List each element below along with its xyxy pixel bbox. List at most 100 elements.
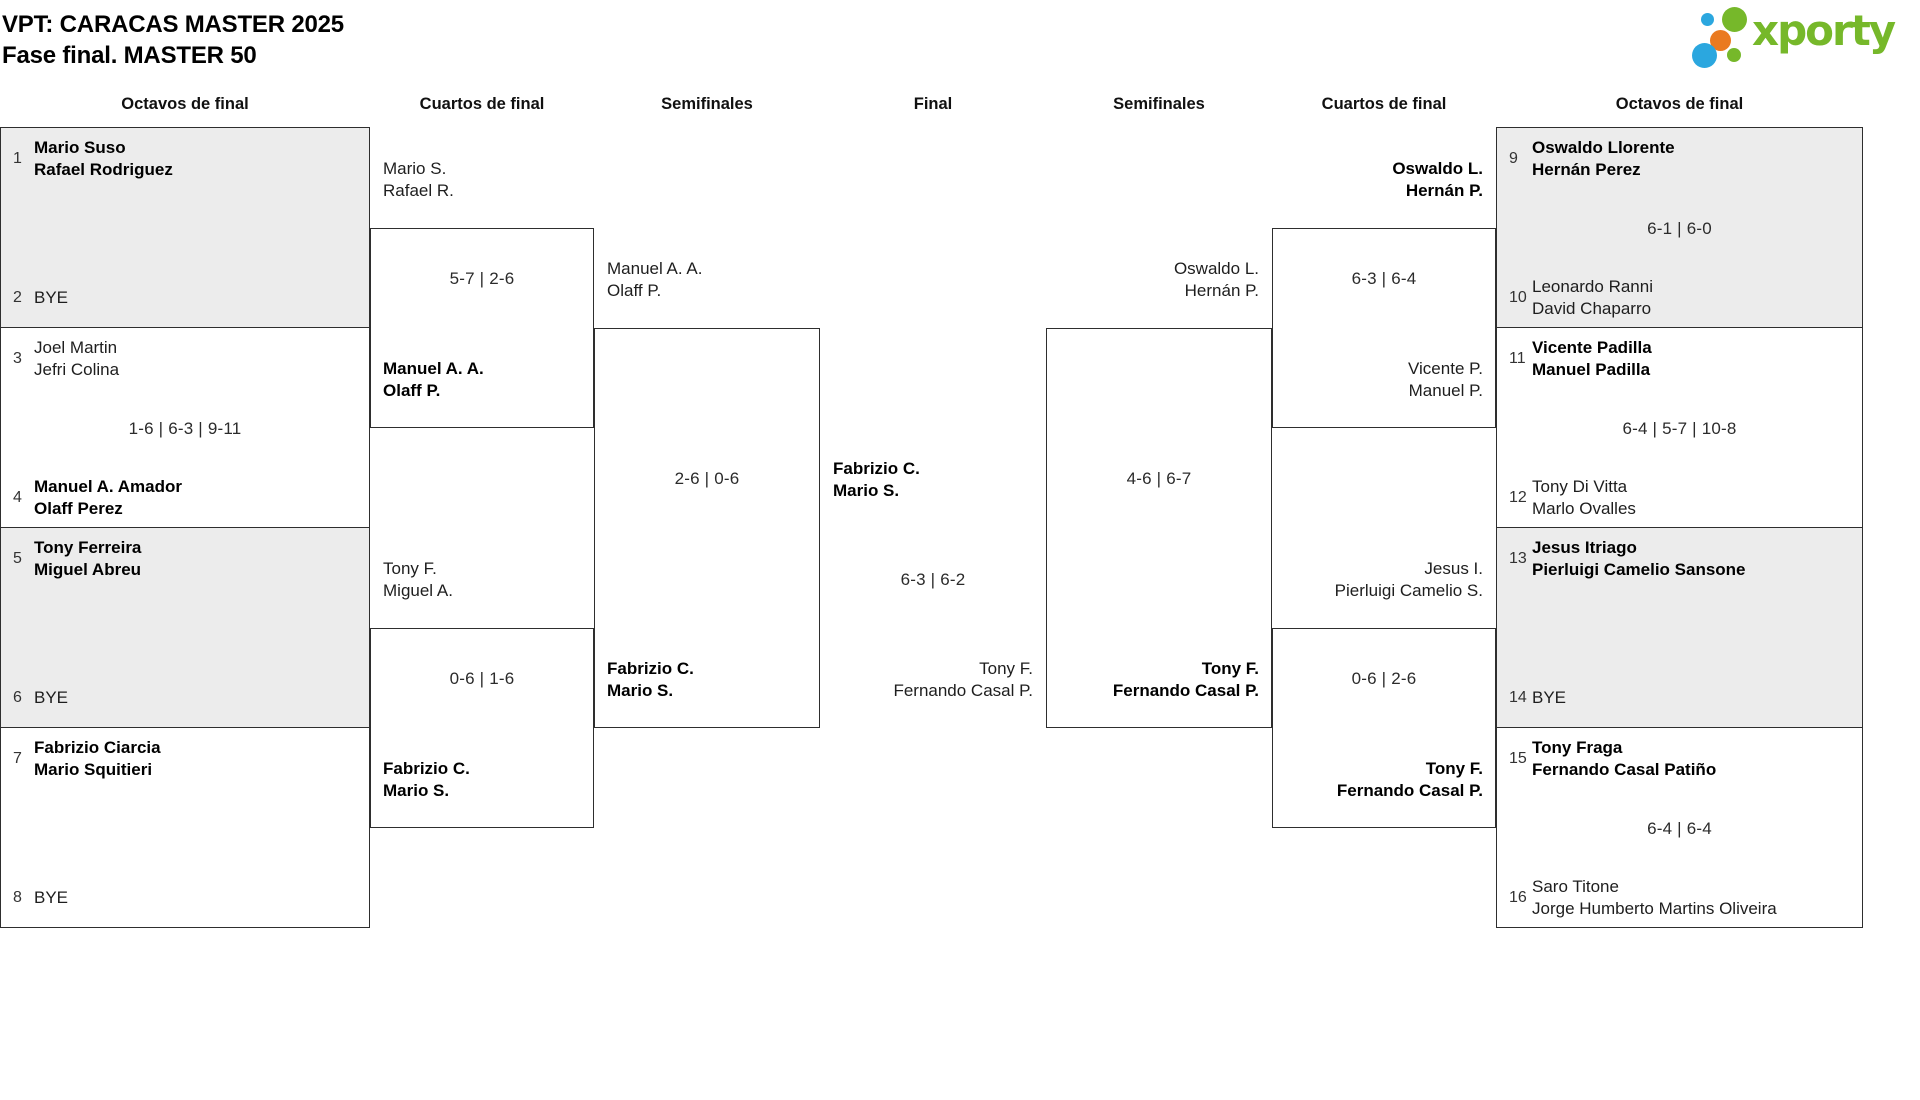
xporty-logo: xporty — [1688, 0, 1920, 80]
team-name: Fernando Casal P. — [1336, 781, 1483, 800]
team-name: Mario S. — [607, 681, 674, 700]
team-name: Fabrizio Ciarcia — [34, 738, 161, 757]
round-header-sf-right: Semifinales — [1113, 95, 1205, 113]
team-entry: 3 Joel Martin Jefri Colina — [1, 337, 369, 381]
team-name: Tony Di Vitta — [1532, 477, 1628, 496]
team-name: Fernando Casal P. — [1112, 681, 1259, 700]
team-label: Fabrizio C. Mario S. — [607, 658, 807, 702]
team-name: Jorge Humberto Martins Oliveira — [1532, 899, 1777, 918]
team-label: Oswaldo L. Hernán P. — [1272, 158, 1483, 202]
logo-dot-blue-small-icon — [1701, 13, 1714, 26]
team-name: Manuel A. A. — [383, 359, 484, 378]
match-box-r16-8: 15 Tony Fraga Fernando Casal Patiño 6-4 … — [1496, 727, 1863, 928]
match-score: 6-3 | 6-4 — [1351, 269, 1417, 288]
team-name: Manuel P. — [1408, 381, 1483, 400]
team-name: Oswaldo Llorente — [1532, 138, 1675, 157]
team-name: Vicente Padilla — [1532, 338, 1652, 357]
team-entry: 12 Tony Di Vitta Marlo Ovalles — [1497, 476, 1862, 520]
logo-dot-green-small-icon — [1727, 48, 1741, 62]
logo-dot-green-large-icon — [1722, 7, 1747, 32]
team-name: Olaff Perez — [34, 499, 123, 518]
team-name: Fabrizio C. — [607, 659, 694, 678]
team-entry: 5 Tony Ferreira Miguel Abreu — [1, 537, 369, 581]
team-name: Mario S. — [383, 159, 447, 178]
match-box-qf-1 — [370, 228, 594, 428]
team-name: Fernando Casal Patiño — [1532, 760, 1717, 779]
team-name: Mario Suso — [34, 138, 126, 157]
team-label: Manuel A. A. Olaff P. — [383, 358, 583, 402]
match-box-qf-3 — [1272, 228, 1496, 428]
seed-number: 2 — [13, 289, 22, 306]
team-name: Pierluigi Camelio S. — [1334, 581, 1483, 600]
seed-number: 7 — [13, 750, 22, 767]
team-entry: 16 Saro Titone Jorge Humberto Martins Ol… — [1497, 876, 1862, 920]
seed-number: 12 — [1509, 489, 1527, 506]
seed-number: 4 — [13, 489, 22, 506]
match-score: 0-6 | 2-6 — [1351, 669, 1417, 688]
page-title: VPT: CARACAS MASTER 2025 Fase final. MAS… — [2, 9, 344, 71]
seed-number: 10 — [1509, 289, 1527, 306]
team-name: Tony Ferreira — [34, 538, 142, 557]
team-entry: 14 BYE — [1497, 676, 1862, 720]
team-name: Joel Martin — [34, 338, 118, 357]
team-name: BYE — [34, 688, 69, 707]
match-score: 4-6 | 6-7 — [1126, 469, 1192, 488]
team-name: Fabrizio C. — [833, 459, 920, 478]
team-name: Fabrizio C. — [383, 759, 470, 778]
team-entry: 4 Manuel A. Amador Olaff Perez — [1, 476, 369, 520]
team-entry: 9 Oswaldo Llorente Hernán Perez — [1497, 137, 1862, 181]
team-name: Hernán P. — [1184, 281, 1259, 300]
team-name: Tony F. — [979, 659, 1033, 678]
match-box-sf-1 — [594, 328, 820, 728]
team-name: Vicente P. — [1408, 359, 1483, 378]
seed-number: 3 — [13, 350, 22, 367]
team-name: Fernando Casal P. — [893, 681, 1033, 700]
match-score: 1-6 | 6-3 | 9-11 — [128, 419, 242, 438]
team-name: Miguel Abreu — [34, 560, 142, 579]
team-name: Olaff P. — [383, 381, 441, 400]
seed-number: 15 — [1509, 750, 1527, 767]
match-box-r16-2: 3 Joel Martin Jefri Colina 1-6 | 6-3 | 9… — [0, 327, 370, 528]
match-box-r16-6: 11 Vicente Padilla Manuel Padilla 6-4 | … — [1496, 327, 1863, 528]
match-box-qf-4 — [1272, 628, 1496, 828]
phase-name: Fase final. MASTER 50 — [2, 42, 257, 69]
team-label: Mario S. Rafael R. — [383, 158, 583, 202]
team-label: Fabrizio C. Mario S. — [383, 758, 583, 802]
match-box-r16-5: 9 Oswaldo Llorente Hernán Perez 6-1 | 6-… — [1496, 127, 1863, 328]
match-score: 6-1 | 6-0 — [1647, 219, 1712, 238]
team-entry: 2 BYE — [1, 276, 369, 320]
team-name: Oswaldo L. — [1392, 159, 1483, 178]
round-header-sf-left: Semifinales — [661, 95, 753, 113]
team-name: Mario Squitieri — [34, 760, 153, 779]
match-score: 0-6 | 1-6 — [449, 669, 515, 688]
team-name: BYE — [34, 888, 69, 907]
match-score: 2-6 | 0-6 — [674, 469, 740, 488]
team-name: Manuel A. A. — [607, 259, 703, 278]
match-score: 6-4 | 6-4 — [1647, 819, 1712, 838]
match-box-r16-3: 5 Tony Ferreira Miguel Abreu 6 BYE — [0, 527, 370, 728]
team-name: Manuel Padilla — [1532, 360, 1651, 379]
team-name: Rafael R. — [383, 181, 454, 200]
match-box-r16-7: 13 Jesus Itriago Pierluigi Camelio Sanso… — [1496, 527, 1863, 728]
tournament-name: VPT: CARACAS MASTER 2025 — [2, 11, 344, 38]
match-score: 6-4 | 5-7 | 10-8 — [1622, 419, 1737, 438]
team-name: Hernán Perez — [1532, 160, 1641, 179]
logo-dot-blue-large-icon — [1692, 43, 1717, 68]
team-name: BYE — [1532, 688, 1567, 707]
team-label: Vicente P. Manuel P. — [1272, 358, 1483, 402]
team-name: Rafael Rodriguez — [34, 160, 173, 179]
team-entry: 11 Vicente Padilla Manuel Padilla — [1497, 337, 1862, 381]
team-name: BYE — [34, 288, 69, 307]
team-name: Tony Fraga — [1532, 738, 1623, 757]
match-box-r16-1: 1 Mario Suso Rafael Rodriguez 2 BYE — [0, 127, 370, 328]
team-entry: 15 Tony Fraga Fernando Casal Patiño — [1497, 737, 1862, 781]
team-entry: 6 BYE — [1, 676, 369, 720]
team-label: Tony F. Fernando Casal P. — [1272, 758, 1483, 802]
match-score: 5-7 | 2-6 — [449, 269, 515, 288]
team-name: Tony F. — [1201, 659, 1259, 678]
team-name: Jesus Itriago — [1532, 538, 1637, 557]
team-label: Tony F. Miguel A. — [383, 558, 583, 602]
round-header-r16-left: Octavos de final — [121, 95, 249, 113]
team-label-final-runnerup: Tony F. Fernando Casal P. — [820, 658, 1033, 702]
